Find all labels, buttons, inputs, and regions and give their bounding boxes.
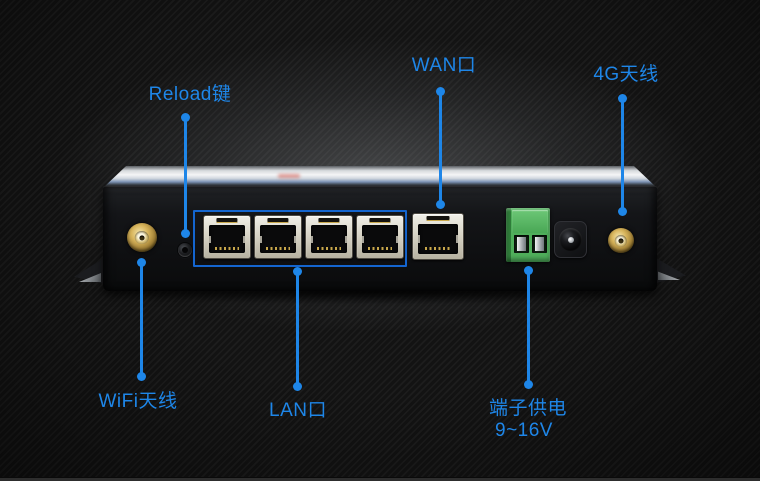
wan-port-latch-slot [426, 216, 450, 221]
lan-port-4-cavity [361, 225, 399, 254]
lan-port-3 [305, 215, 353, 259]
callout-dot-power-top [524, 266, 533, 275]
callout-dot-power-bottom [524, 380, 533, 389]
wan-port-pins [424, 247, 452, 251]
power-terminal-hole-1 [514, 235, 529, 253]
wifi-antenna-connector [127, 223, 157, 252]
lan-port-4-pins [367, 246, 393, 250]
callout-dot-wan-bottom [436, 200, 445, 209]
lan-port-3-pins [316, 246, 342, 250]
callout-dot-4g-antenna-bottom [618, 207, 627, 216]
reload-button [178, 243, 192, 257]
callout-label-power: 端子供电 [488, 398, 567, 419]
callout-line-wifi-antenna [140, 262, 143, 378]
callout-label-4g-antenna: 4G天线 [593, 64, 659, 85]
4g-antenna-connector [608, 228, 634, 253]
dc-power-jack [554, 221, 587, 258]
callout-dot-lan-top [293, 267, 302, 276]
callout-dot-wifi-antenna-top [137, 258, 146, 267]
callout-line-4g-antenna [621, 99, 624, 214]
power-terminal-block [506, 208, 550, 262]
dc-power-jack-bore [559, 228, 582, 251]
lan-port-4 [356, 215, 404, 259]
power-terminal-clamp-2 [535, 237, 544, 251]
device-top-face [104, 166, 656, 187]
callout-label-wan: WAN口 [411, 55, 477, 76]
callout-line-lan [296, 271, 299, 388]
lan-ports-highlight-box [193, 210, 407, 267]
wifi-antenna-connector-pin [139, 235, 145, 240]
4g-antenna-connector-pin [618, 238, 624, 243]
callout-dot-lan-bottom [293, 382, 302, 391]
lan-port-1-latch-slot [216, 218, 238, 223]
callout-dot-wifi-antenna-bottom [137, 372, 146, 381]
callout-line-power [527, 270, 530, 386]
power-terminal-clamp-1 [517, 237, 526, 251]
callout-line-reload [184, 117, 187, 237]
callout-label-lan: LAN口 [269, 400, 327, 421]
lan-port-2-pins [265, 246, 291, 250]
floor-edge [0, 477, 760, 481]
lan-port-group [203, 215, 404, 259]
lan-port-2-latch-slot [267, 218, 289, 223]
callout-label-wifi-antenna: WiFi天线 [98, 391, 178, 412]
wan-port-cavity [418, 223, 458, 255]
lan-port-1 [203, 215, 251, 259]
lan-port-2-cavity [259, 225, 297, 254]
top-face-red-reflection [278, 174, 300, 178]
lan-port-4-latch-slot [369, 218, 391, 223]
callout-dot-reload-bottom [181, 229, 190, 238]
callout-dot-wan-top [436, 87, 445, 96]
device-shadow [100, 290, 660, 304]
power-terminal-hole-2 [532, 235, 547, 253]
wan-port [412, 213, 464, 260]
lan-port-3-cavity [310, 225, 348, 254]
callout-line-wan [439, 91, 442, 207]
lan-port-3-latch-slot [318, 218, 340, 223]
dc-power-jack-pin [567, 236, 574, 243]
lan-port-1-pins [214, 246, 240, 250]
lan-port-2 [254, 215, 302, 259]
callout-dot-4g-antenna-top [618, 94, 627, 103]
wan-port-holder [412, 213, 464, 260]
callout-dot-reload-top [181, 113, 190, 122]
mounting-ear-left-highlight [79, 273, 101, 282]
power-terminal-holes [514, 235, 547, 253]
power-terminal-plug [512, 210, 548, 233]
lan-port-1-cavity [208, 225, 246, 254]
callout-sublabel-power-voltage: 9~16V [495, 420, 553, 441]
callout-label-reload: Reload键 [148, 84, 232, 105]
